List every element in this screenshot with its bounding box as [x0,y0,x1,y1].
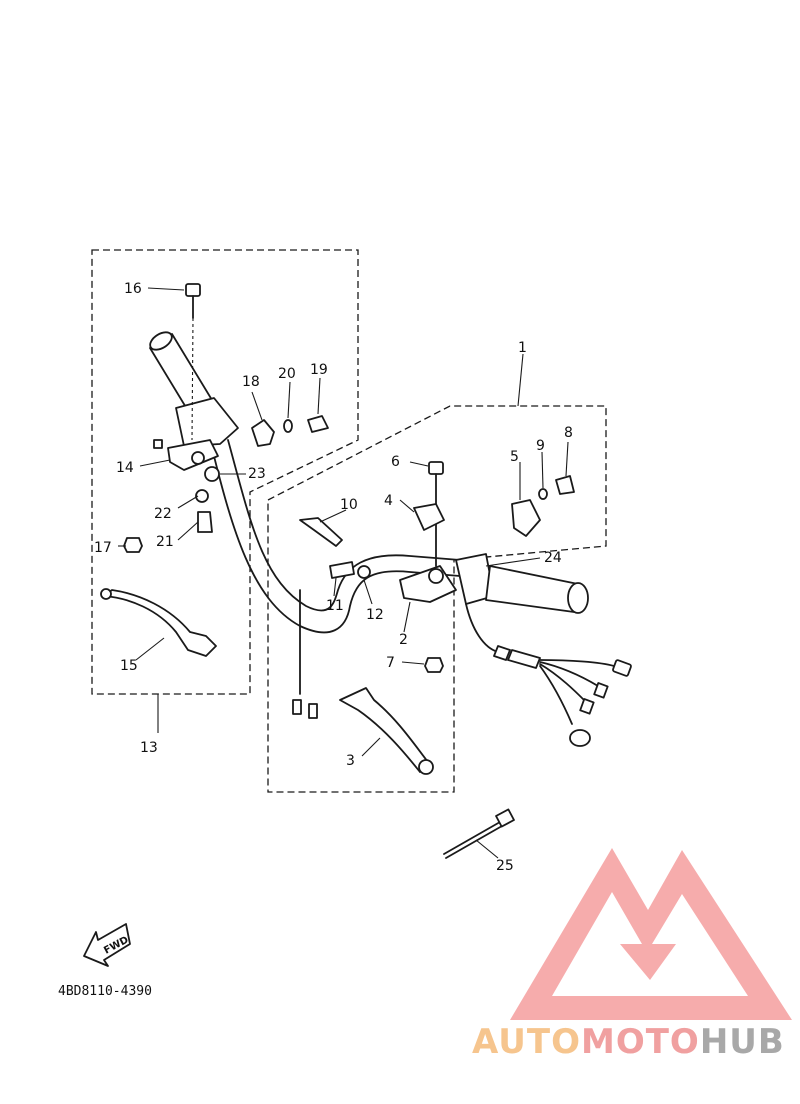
part-label-24: 24 [544,550,562,566]
part-label-7: 7 [386,655,395,671]
watermark-brand-text: AUTOMOTOHUB [472,1022,785,1062]
part-label-25: 25 [496,858,514,874]
part-label-6: 6 [391,454,400,470]
part-label-20: 20 [278,366,296,382]
bolt-16 [185,283,201,441]
part-label-16: 16 [124,281,142,297]
right-lever [339,687,434,775]
holder-parts [511,475,575,537]
wiring-harness [465,603,632,747]
part-label-4: 4 [384,493,393,509]
cable-tie [443,808,515,859]
part-label-8: 8 [564,425,573,441]
part-label-1: 1 [518,340,527,356]
part-label-10: 10 [340,497,358,513]
part-label-21: 21 [156,534,174,550]
part-label-3: 3 [346,753,355,769]
watermark-logo [510,848,792,1020]
part-label-23: 23 [248,466,266,482]
part-label-13: 13 [140,740,158,756]
group-13-box [91,249,359,695]
brand-hub: HUB [700,1022,785,1062]
part-label-12: 12 [366,607,384,623]
part-label-15: 15 [120,658,138,674]
group-1-box [267,405,607,793]
right-grip [455,553,589,614]
leader-1 [517,353,524,407]
part-label-19: 19 [310,362,328,378]
brand-auto: AUTO [472,1022,581,1062]
part-label-9: 9 [536,438,545,454]
part-labels: 1 2 3 4 5 6 7 8 9 10 11 12 13 14 15 16 1… [94,281,573,874]
brake-switch-parts [292,517,371,719]
part-label-5: 5 [510,449,519,465]
master-cylinder [399,461,457,673]
part-label-22: 22 [154,506,172,522]
drawing-code: 4BD8110-4390 [58,984,152,999]
part-label-14: 14 [116,460,134,476]
part-label-11: 11 [326,598,344,614]
brand-moto: MOTO [581,1022,700,1062]
left-lever [100,588,217,657]
part-label-17: 17 [94,540,112,556]
part-label-2: 2 [399,632,408,648]
fwd-arrow-icon: FWD [83,923,131,967]
leader-lines [118,287,569,757]
part-label-18: 18 [242,374,260,390]
cable-clamp-parts [251,415,329,447]
